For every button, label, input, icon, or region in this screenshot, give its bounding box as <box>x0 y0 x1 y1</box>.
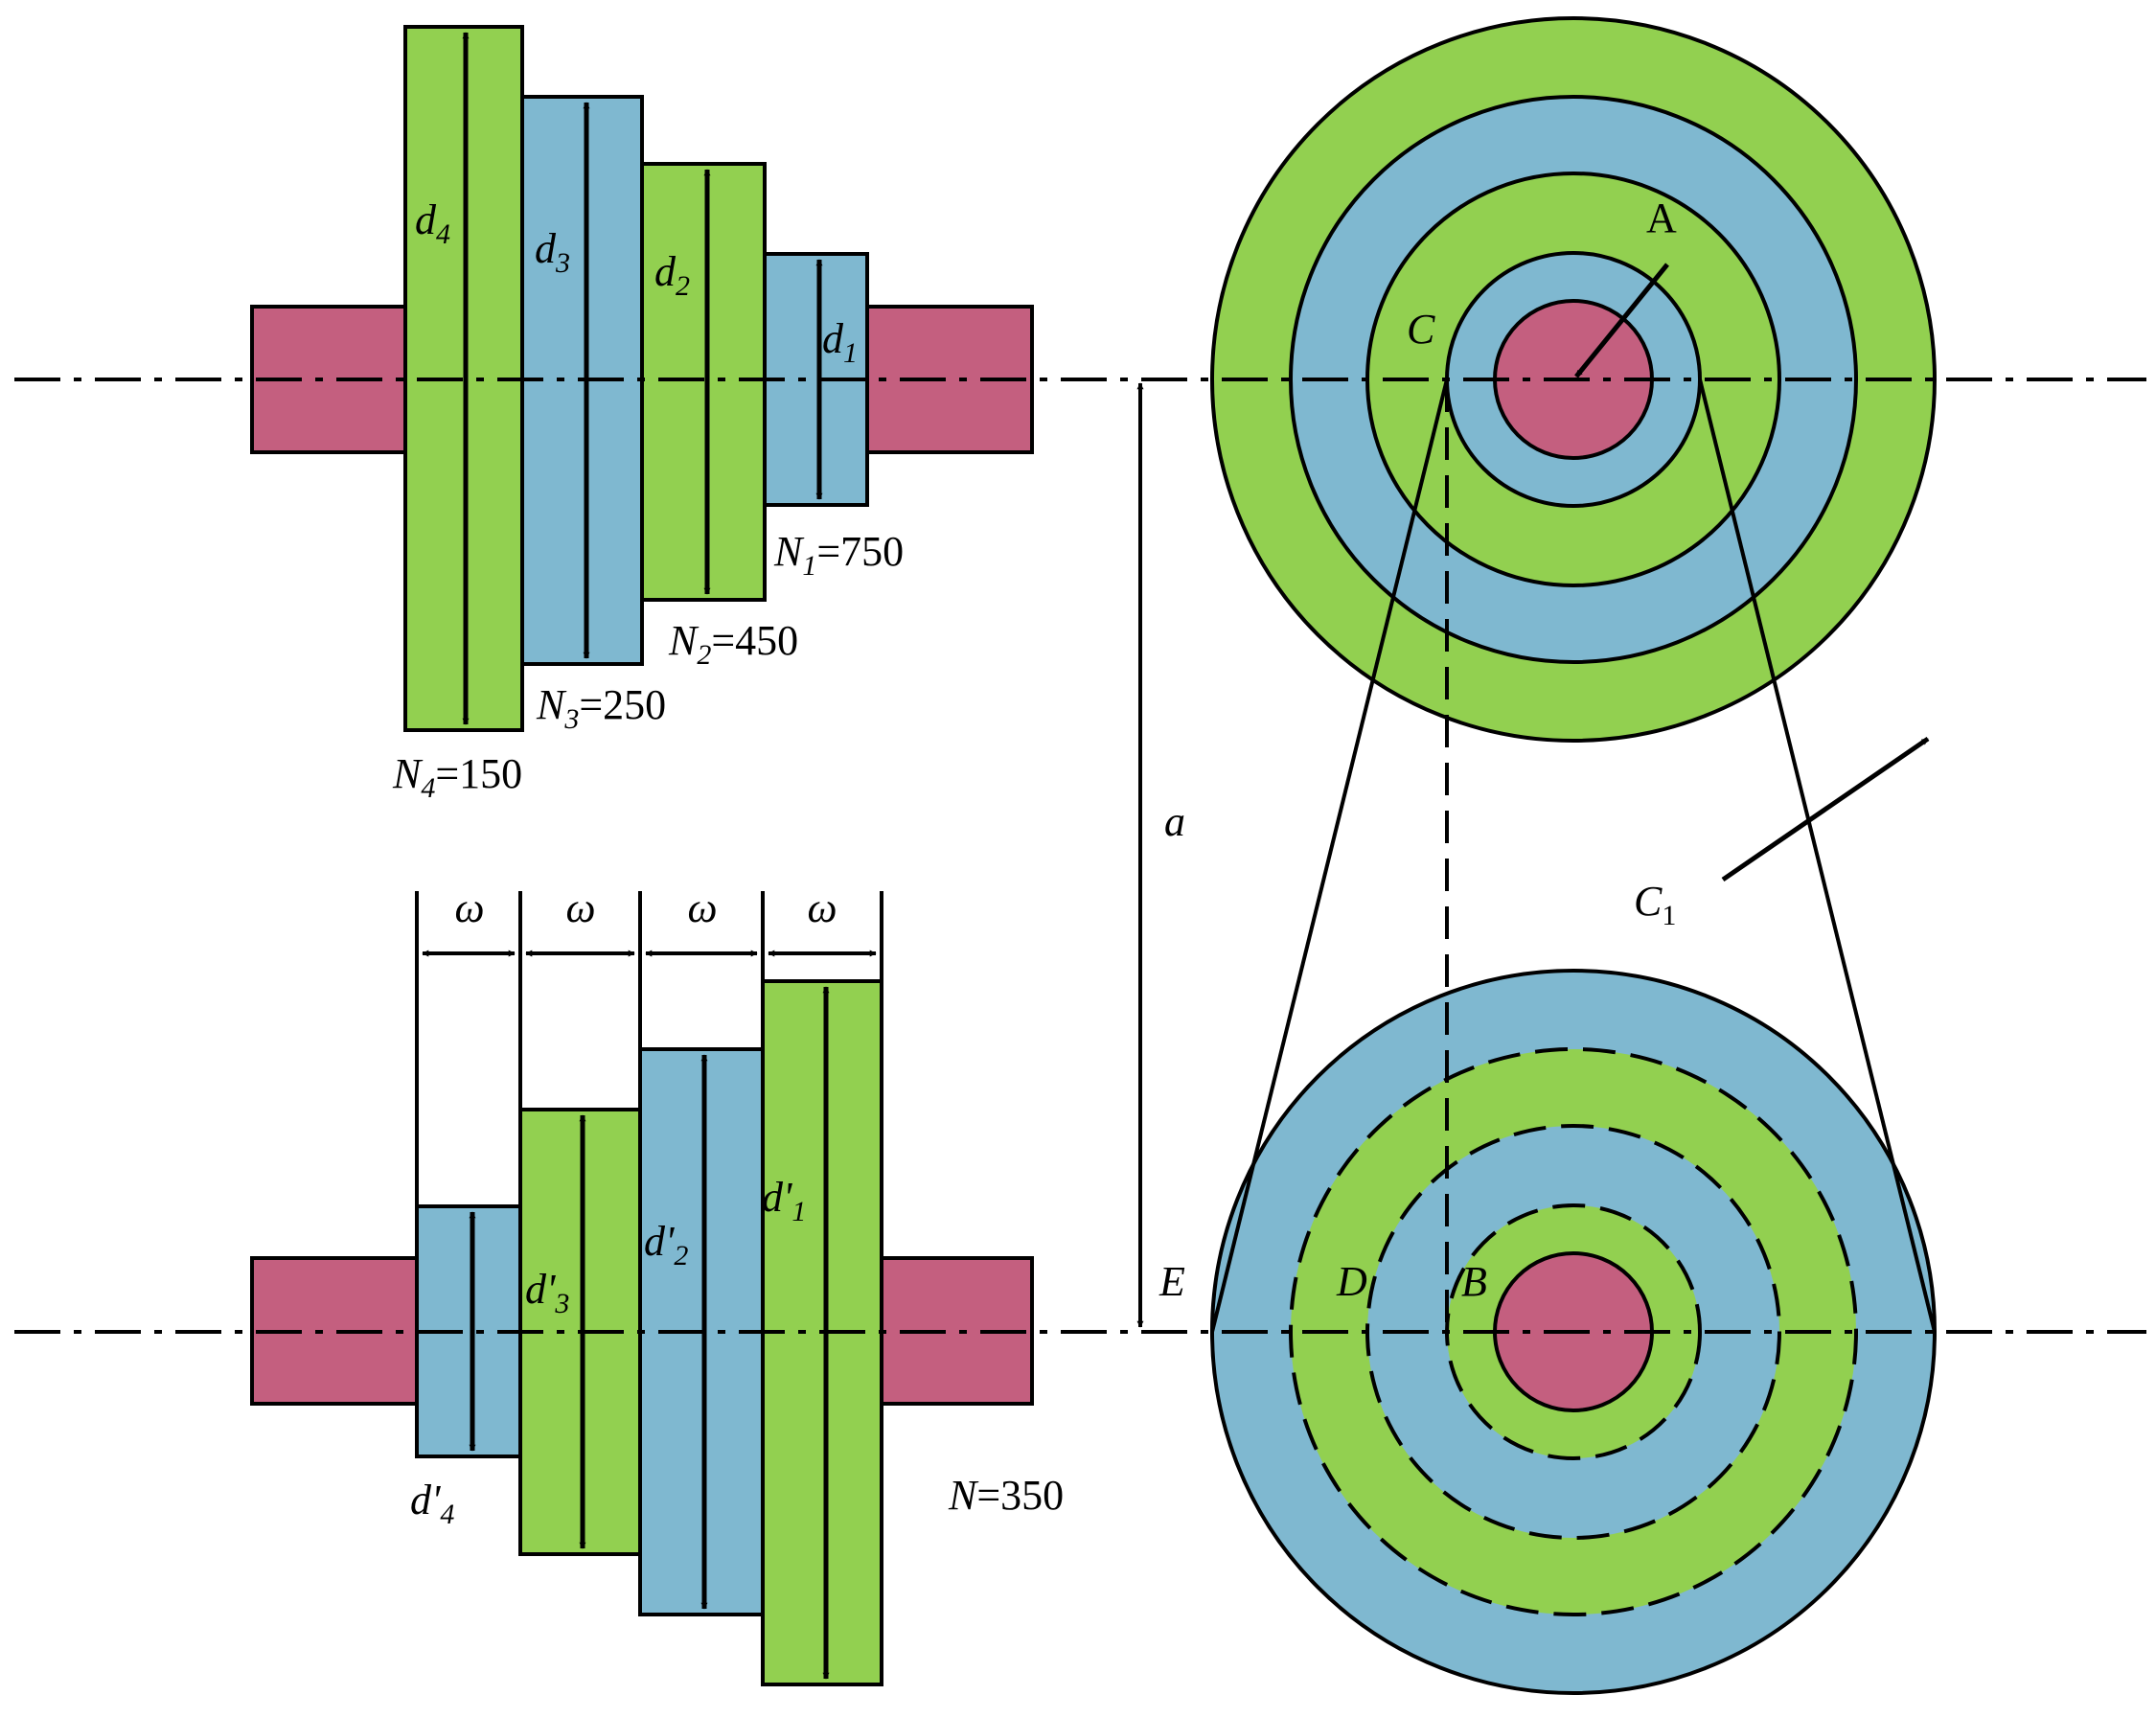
label-n1: N1=750 <box>773 528 904 582</box>
label-d1: d1 <box>822 315 858 369</box>
upper-stepped-pulley: d4 d3 d2 d1 N4=150 N3=250 N2=450 N1=750 <box>250 25 1034 804</box>
label-c1: C1 <box>1634 878 1676 931</box>
label-n-lower: N=350 <box>948 1472 1064 1519</box>
omega-label-1: ω <box>454 884 484 931</box>
omega-label-3: ω <box>687 884 717 931</box>
label-n2: N2=450 <box>668 617 798 671</box>
center-lines <box>14 378 2146 1334</box>
pointer-arrow-a <box>1574 263 1669 378</box>
label-n3: N3=250 <box>536 681 666 735</box>
label-point-e: E <box>1158 1258 1185 1305</box>
label-point-a: A <box>1646 195 1677 241</box>
upper-step-d2 <box>640 162 767 602</box>
label-a: a <box>1164 798 1185 845</box>
pointer-arrow-c1 <box>1721 736 1930 882</box>
lower-dashed-circle-1 <box>1289 1047 1858 1616</box>
label-d-prime-1: d'1 <box>762 1174 806 1227</box>
label-point-c: C <box>1407 306 1435 353</box>
omega-label-2: ω <box>565 884 595 931</box>
label-d4: d4 <box>415 196 450 250</box>
label-d-prime-2: d'2 <box>644 1218 688 1271</box>
belt-left-line <box>1210 378 1449 1333</box>
label-d-prime-3: d'3 <box>525 1266 569 1319</box>
belt-right-line <box>1698 378 1937 1333</box>
label-point-b: B <box>1461 1258 1487 1305</box>
label-point-d: D <box>1336 1258 1367 1305</box>
center-distance: a <box>1136 382 1185 1328</box>
label-n4: N4=150 <box>392 750 522 804</box>
lower-stepped-pulley: ω ω ω ω d'4 d'3 d'2 d'1 N=350 <box>250 884 1064 1686</box>
label-d-prime-4: d'4 <box>410 1477 454 1530</box>
omega-label-4: ω <box>807 884 837 931</box>
label-d2: d2 <box>654 248 690 302</box>
label-d3: d3 <box>535 225 570 279</box>
belt: C1 <box>1210 378 1937 1333</box>
